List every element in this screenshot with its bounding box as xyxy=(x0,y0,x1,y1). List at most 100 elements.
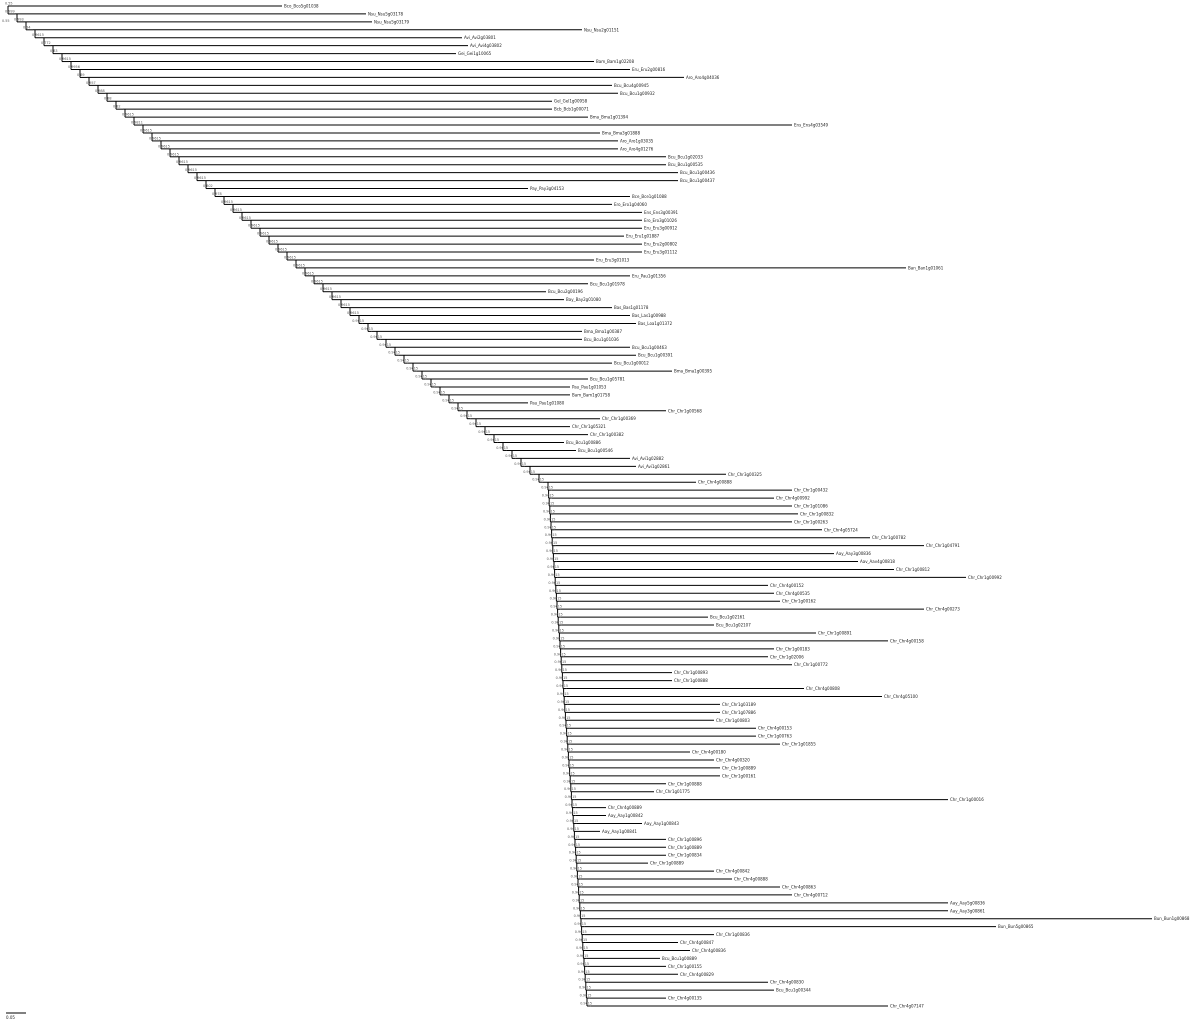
tip-label: Ens_Ens3g00391 xyxy=(644,210,679,215)
support-value: 0.9615 xyxy=(424,382,436,386)
support-value: 0.9615 xyxy=(239,216,251,220)
support-value: 0.9615 xyxy=(532,478,544,482)
support-value: 0.9615 xyxy=(338,303,350,307)
support-value: 0.9615 xyxy=(566,819,578,823)
support-value: 0.9615 xyxy=(544,517,556,521)
support-value: 0.9615 xyxy=(149,136,161,140)
support-value: 0.9615 xyxy=(567,827,579,831)
tip-label: Eru_Eru1g01887 xyxy=(626,234,660,239)
support-value: 0.9615 xyxy=(194,176,206,180)
tip-label: Chr_Chr4g00842 xyxy=(716,869,750,874)
support-value: 0.9615 xyxy=(551,621,563,625)
support-value: 0.9615 xyxy=(329,295,341,299)
tip-label: Bma_Bma1g00387 xyxy=(584,329,622,334)
support-value: 0.9615 xyxy=(545,541,557,545)
tip-label: Chr_Chr1g00155 xyxy=(668,964,702,969)
support-value: 0.9615 xyxy=(571,882,583,886)
support-value: 0.9615 xyxy=(580,1002,592,1006)
support-value: 0.83 xyxy=(50,49,58,53)
tip-label: Chr_Chr1g00812 xyxy=(896,567,930,572)
tip-label: Eru_Eru3g00912 xyxy=(644,226,678,231)
support-value: 0.9615 xyxy=(352,319,364,323)
tip-label: Chr_Chr1g00832 xyxy=(800,511,834,516)
tip-label: Chr_Chr4g00808 xyxy=(806,686,840,691)
tip-label: Chr_Chr4g00888 xyxy=(698,480,732,485)
tip-label: Chr_Chr4g00888 xyxy=(734,877,768,882)
tip-label: Eru_Eru2g00802 xyxy=(644,242,678,247)
tip-label: Bco_Bco5g01038 xyxy=(284,4,319,9)
tip-label: Nsu_Nsu5g03178 xyxy=(368,11,403,16)
tip-label: Chr_Chr4g00320 xyxy=(716,757,750,762)
tip-label: Chr_Chr4g00889 xyxy=(608,805,642,810)
support-value: 0.9615 xyxy=(572,898,584,902)
support-value: 0.9615 xyxy=(284,255,296,259)
tip-label: Chr_Chr1g00263 xyxy=(794,519,828,524)
support-value: 0.9615 xyxy=(548,573,560,577)
support-value: 0.9615 xyxy=(221,200,233,204)
support-value: 0.9615 xyxy=(579,986,591,990)
root-support-label: 0.55 xyxy=(2,19,10,23)
tip-label: Chr_Chr4g00158 xyxy=(890,638,924,643)
tip-label: Chr_Chr1g00772 xyxy=(794,662,828,667)
support-value: 0.9615 xyxy=(556,676,568,680)
tip-label: Eru_Pau1g01356 xyxy=(632,273,666,278)
support-value: 0.9615 xyxy=(32,33,44,37)
support-value: 0.9615 xyxy=(554,652,566,656)
tip-label: Bcu_Bcu1g00546 xyxy=(578,448,613,453)
support-value: 0.9811 xyxy=(131,121,143,125)
tip-label: Chr_Chr3g00325 xyxy=(728,472,762,477)
support-value: 0.9615 xyxy=(553,644,565,648)
support-value: 0.9615 xyxy=(575,938,587,942)
support-value: 0.9615 xyxy=(568,843,580,847)
support-value: 0.9615 xyxy=(347,311,359,315)
support-value: 0.9615 xyxy=(552,628,564,632)
support-value: 0.9615 xyxy=(564,787,576,791)
tip-label: Aay_Aay1g00841 xyxy=(602,829,637,834)
support-value: 0.9615 xyxy=(379,343,391,347)
support-value: 0.9956 xyxy=(68,65,80,69)
support-value: 0.993 xyxy=(14,17,24,21)
support-value: 0.9615 xyxy=(578,978,590,982)
tip-label: Chr_Chr1g07886 xyxy=(722,710,756,715)
support-value: 0.9615 xyxy=(320,287,332,291)
tip-label: Chr_Chr1g00889 xyxy=(668,845,702,850)
support-value: 0.9615 xyxy=(569,851,581,855)
support-value: 0.9615 xyxy=(293,263,305,267)
tip-label: Chr_Chr4g00712 xyxy=(794,892,828,897)
tip-label: Aro_Aro4g01276 xyxy=(620,146,654,151)
tip-label: Chr_Chr1g00432 xyxy=(794,488,828,493)
tip-label: Chr_Chr1g00836 xyxy=(716,932,750,937)
tip-label: Chr_Chr4g05724 xyxy=(824,527,858,532)
support-value: 0.9615 xyxy=(544,525,556,529)
tip-label: Bcu_Bcu1g02033 xyxy=(668,154,703,159)
tip-label: Bcu_Bcu1g00889 xyxy=(662,956,697,961)
tip-label: Chr_Chr1g00183 xyxy=(776,646,810,651)
tip-label: Bcb_Bcb1g00071 xyxy=(554,107,589,112)
tip-label: Bma_Bma1g00395 xyxy=(674,369,712,374)
tip-label: Chr_Chr1g00891 xyxy=(818,630,852,635)
tip-label: Chr_Chr1g00782 xyxy=(872,535,906,540)
tip-label: Aay_Aay5g00836 xyxy=(950,900,985,905)
support-value: 0.9615 xyxy=(59,57,71,61)
support-value: 0.802 xyxy=(203,184,213,188)
scale-bar-label: 0.05 xyxy=(6,1015,15,1020)
support-value: 0.9615 xyxy=(565,795,577,799)
tip-label: Avi_Avi4g03802 xyxy=(470,43,502,48)
tip-label: Gei_Gei1g10065 xyxy=(458,51,492,56)
tip-label: Nsu_Nsu2g01151 xyxy=(584,27,619,32)
tip-label: Chr_Chr1g05321 xyxy=(572,424,606,429)
support-value: 0.9615 xyxy=(580,994,592,998)
support-value: 0.9615 xyxy=(275,248,287,252)
tip-label: Aay_Aay3g00836 xyxy=(836,551,871,556)
support-value: 0.9615 xyxy=(546,549,558,553)
tip-label: Eru_Eru2g00816 xyxy=(632,67,666,72)
support-value: 0.9615 xyxy=(574,914,586,918)
support-value: 0.9615 xyxy=(573,906,585,910)
tip-label: Bam_Bam1g02208 xyxy=(596,59,634,64)
tip-label: Bcu_Bcu1g00012 xyxy=(614,361,649,366)
support-value: 0.9615 xyxy=(122,113,134,117)
tip-label: Bcu_Bcu1g00535 xyxy=(668,162,703,167)
support-value: 0.999 xyxy=(5,9,15,13)
tip-label: Chr_Chr1g00162 xyxy=(782,599,816,604)
tip-label: Chr_Chr1g00888 xyxy=(674,678,708,683)
